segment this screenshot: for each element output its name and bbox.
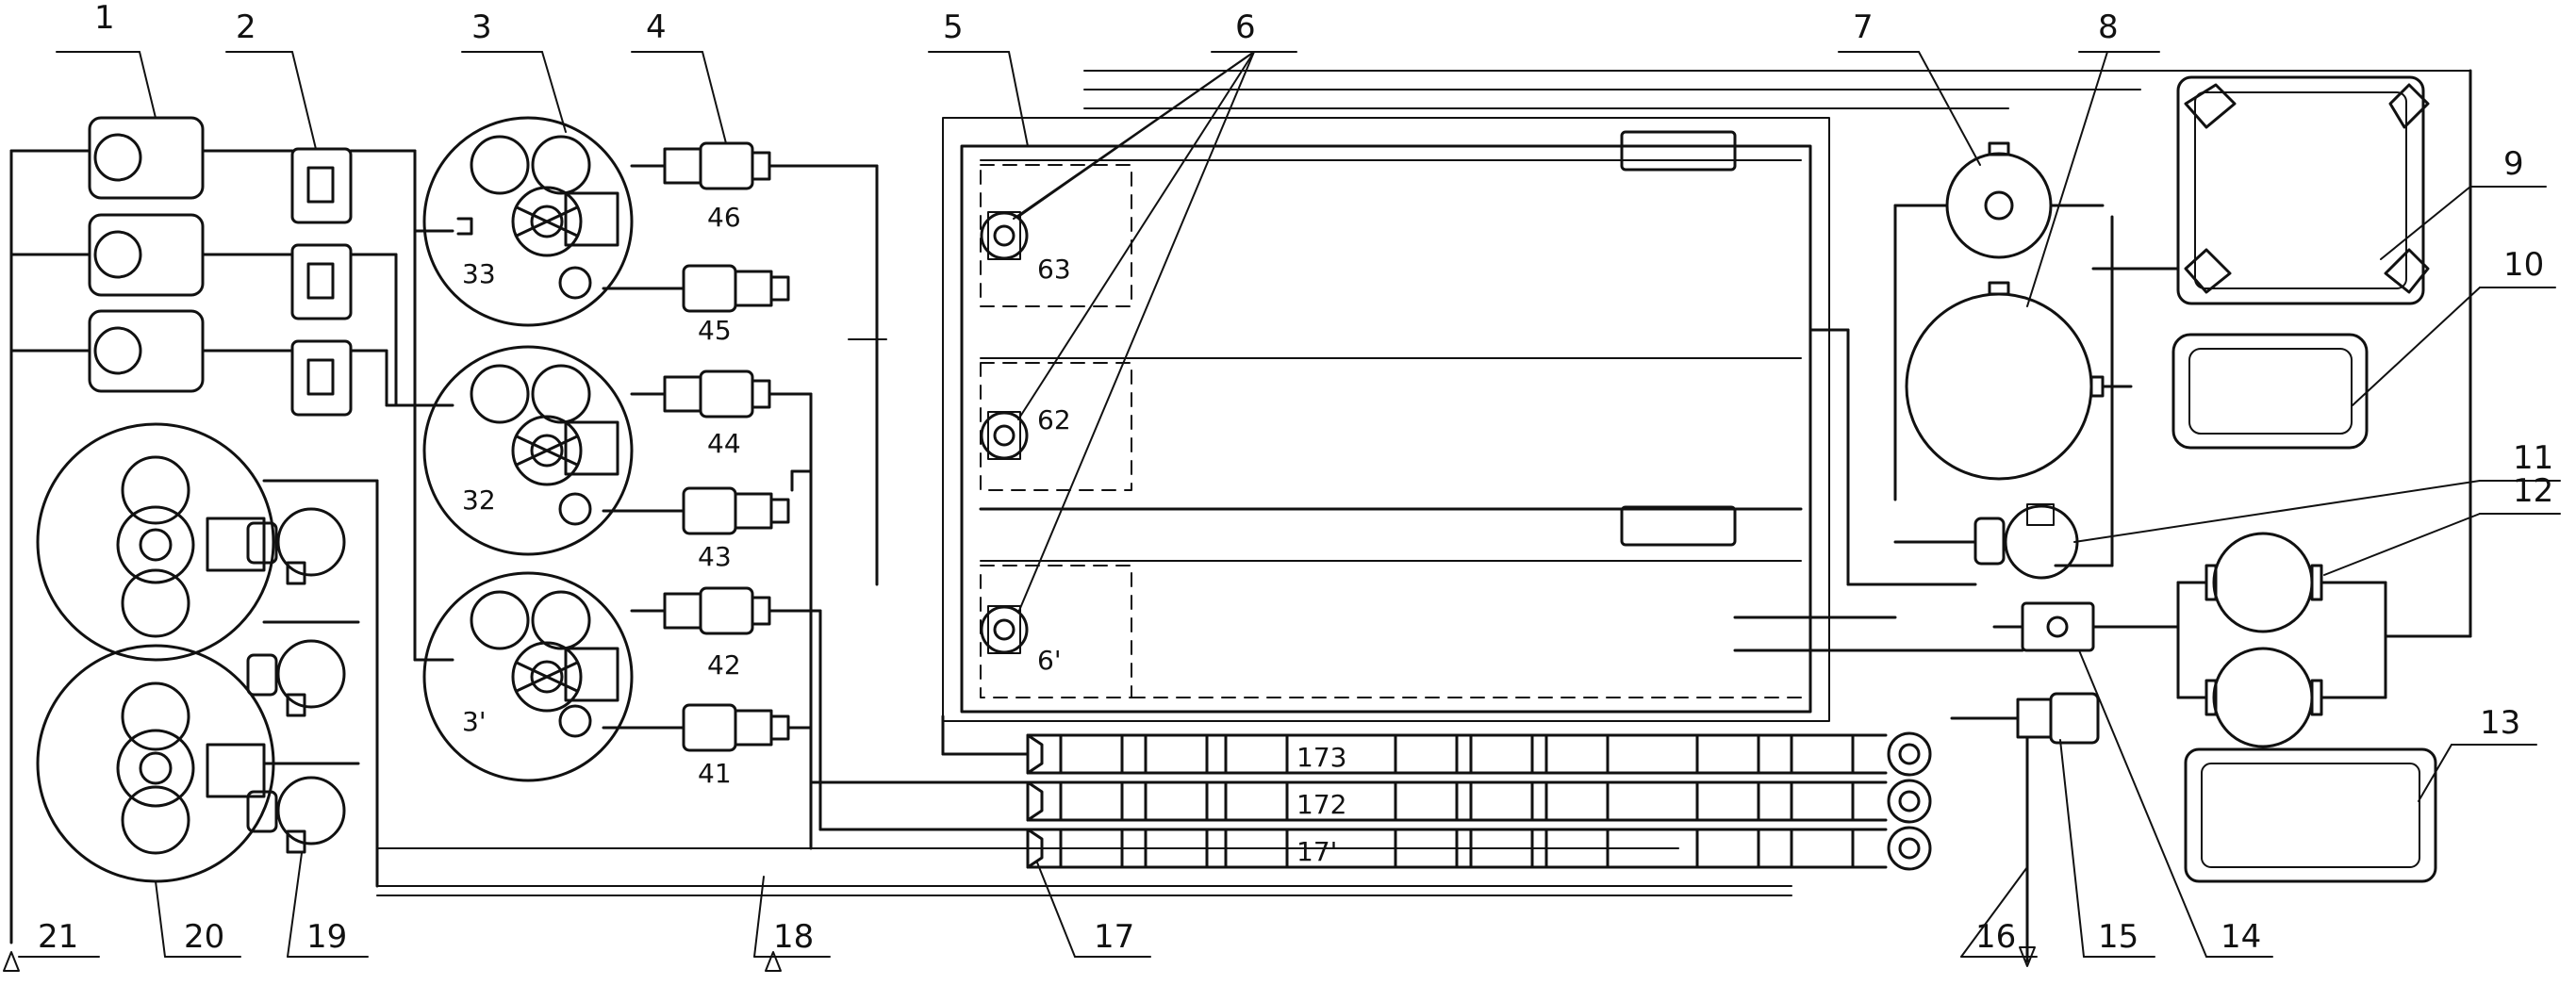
pump-group-4 [602,141,850,752]
sub-labels: 33 32 3' 46 45 44 43 42 41 63 62 6' 173 … [462,202,1346,867]
callout-18: 18 [773,918,814,956]
flow-arrows [3,946,2036,972]
vessel-8 [1905,215,2133,567]
callout-3: 3 [471,8,492,46]
callout-9: 9 [2503,145,2524,183]
label-tube-171: 17' [1296,836,1337,867]
callout-21: 21 [38,918,78,956]
label-pump-45: 45 [698,315,732,346]
label-unit-63: 63 [1037,254,1071,285]
label-unit-62: 62 [1037,404,1071,435]
mixing-tank-33 [422,116,634,327]
label-pump-43: 43 [698,541,732,572]
vessel-7 [1893,141,2105,501]
callout-4: 4 [646,8,667,46]
callout-10: 10 [2503,246,2544,284]
tank-9 [2091,75,2430,305]
label-unit-61: 6' [1037,645,1062,676]
manifold-14 [1992,601,2180,652]
callout-labels: 1 2 3 4 5 6 7 8 9 10 11 12 13 14 15 16 1… [38,0,2553,956]
callout-16: 16 [1975,918,2016,956]
heat-exchanger-12 [2176,532,2387,748]
unit-group-6 [980,211,1029,654]
pump-to-tube-piping [790,164,1030,850]
label-tube-172: 172 [1296,789,1346,820]
callout-2: 2 [236,8,256,46]
callout-12: 12 [2513,472,2553,510]
tube-bundle-17 [941,714,1932,871]
label-tank-33: 33 [462,258,496,289]
callout-1: 1 [94,0,115,37]
label-pump-42: 42 [707,649,741,681]
processing-frame-5 [942,70,2170,722]
callout-8: 8 [2098,8,2119,46]
storage-tank-20 [36,422,275,883]
callout-15: 15 [2098,918,2138,956]
label-pump-46: 46 [707,202,741,233]
left-piping [9,149,1792,944]
label-tank-31: 3' [462,706,487,737]
small-tank-group-1 [88,116,205,393]
callout-leaders [18,51,2561,958]
label-tube-173: 173 [1296,742,1346,773]
tank-10 [2171,333,2369,450]
pump-group-19 [246,479,379,888]
mixing-tank-31 [422,571,634,782]
label-tank-32: 32 [462,484,496,516]
pump-15 [1950,692,2100,963]
mixing-tank-32 [422,345,634,556]
callout-11: 11 [2513,439,2553,477]
callout-17: 17 [1094,918,1134,956]
pump-11 [1893,503,2079,580]
filter-group-2 [290,147,353,417]
tank-13 [2184,747,2437,883]
callout-14: 14 [2221,918,2261,956]
right-piping [1733,69,2472,652]
label-pump-44: 44 [707,428,741,459]
callout-13: 13 [2480,704,2520,742]
callout-19: 19 [306,918,347,956]
callout-6: 6 [1235,8,1256,46]
callout-20: 20 [184,918,224,956]
label-pump-41: 41 [698,758,732,789]
callout-7: 7 [1853,8,1874,46]
callout-5: 5 [943,8,964,46]
